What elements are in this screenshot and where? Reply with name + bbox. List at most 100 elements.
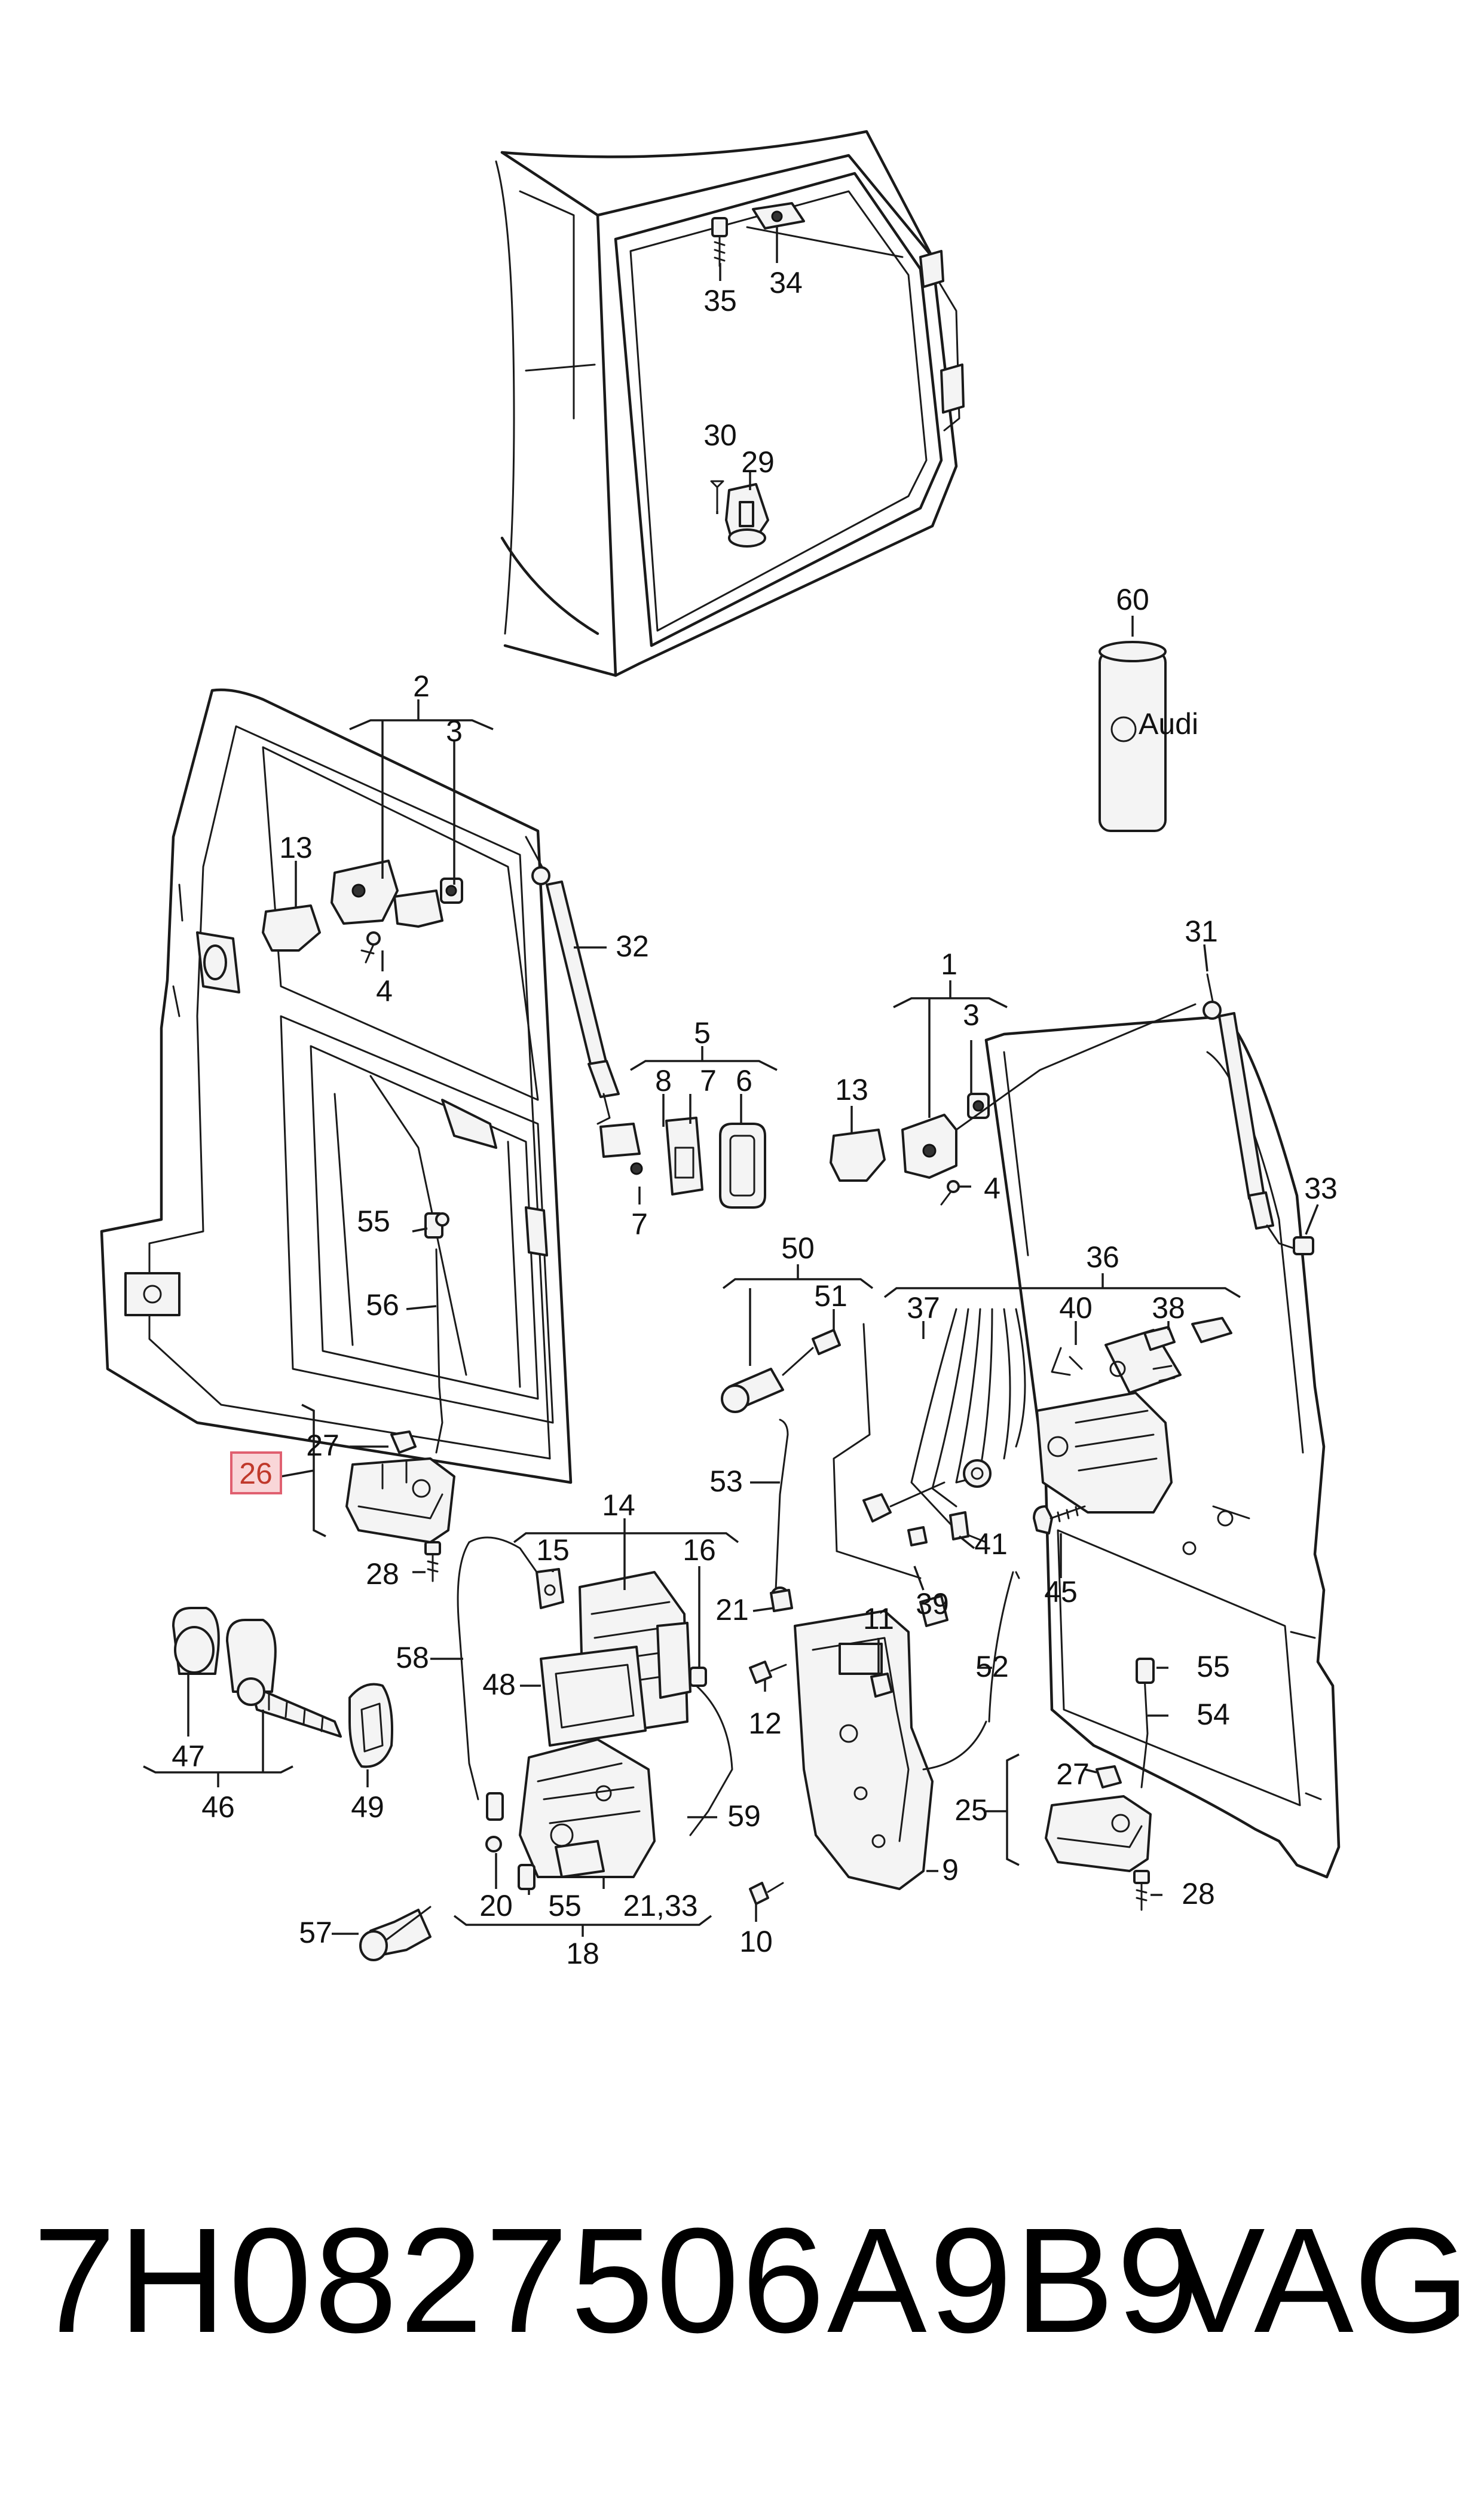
callout-29: 29 (741, 445, 775, 479)
callout-60: 60 (1116, 583, 1149, 616)
bowden-cable-58-icon (457, 1536, 542, 1800)
callout-3-upper: 3 (446, 714, 463, 748)
callout-27-left: 27 (306, 1429, 339, 1462)
callout-36: 36 (1086, 1240, 1119, 1274)
bolt-12-icon (749, 1661, 787, 1684)
screw-4-right-icon (940, 1180, 960, 1206)
callout-6: 6 (736, 1064, 752, 1097)
callout-18: 18 (566, 1937, 599, 1970)
callout-11: 11 (863, 1602, 894, 1635)
callout-labels: 35 34 30 29 60 2 3 13 4 32 5 8 7 6 7 55 … (172, 266, 1338, 1970)
clip-55-lower-icon (518, 1864, 536, 1890)
callout-7-lower: 7 (631, 1207, 648, 1241)
gas-strut-32-icon (525, 836, 620, 1125)
callout-55-lower: 55 (548, 1889, 582, 1922)
callout-16: 16 (683, 1533, 716, 1567)
rod-bracket-guide (833, 1323, 922, 1579)
callout-28-left: 28 (366, 1557, 399, 1591)
nut-27-right-icon (1096, 1765, 1122, 1789)
rod-53-icon (770, 1419, 790, 1606)
hinge-assembly-right (901, 1003, 1197, 1179)
bolt-45-icon (1033, 1505, 1086, 1534)
callout-leaders (143, 227, 1319, 1937)
callout-35: 35 (703, 284, 737, 317)
nut-27-left-icon (390, 1430, 417, 1454)
callout-37: 37 (907, 1291, 940, 1325)
brand-text: VAG (1165, 2197, 1470, 2364)
clip-40-icon (1051, 1347, 1083, 1376)
clip-21-icon (770, 1589, 793, 1612)
handle-group-5 (599, 1117, 766, 1209)
callout-9: 9 (942, 1853, 959, 1887)
callout-3-right: 3 (963, 998, 980, 1032)
gas-strut-31-icon (1203, 973, 1314, 1255)
door-frame-right (984, 1014, 1341, 1879)
callout-13-right: 13 (835, 1073, 868, 1106)
door-catch-26-icon (345, 1457, 455, 1543)
striker-29-icon (725, 483, 769, 548)
lock-bracket-9-icon (794, 1610, 934, 1890)
screw-30-icon (710, 480, 724, 512)
callout-54: 54 (1197, 1698, 1230, 1731)
screw-4-upper-icon (360, 931, 381, 964)
callout-10: 10 (739, 1925, 773, 1958)
svg-text:Audi: Audi (1139, 707, 1198, 741)
lever-39-icon (862, 1459, 992, 1627)
aerosol-can-icon: Audi (1099, 641, 1198, 832)
callout-56: 56 (366, 1288, 399, 1322)
bolt-28-right-icon (1133, 1870, 1150, 1911)
callout-20: 20 (479, 1889, 513, 1922)
callout-15: 15 (536, 1533, 570, 1567)
callout-55-right: 55 (1197, 1650, 1230, 1683)
door-lock-18-icon (519, 1738, 656, 1878)
door-catch-25-icon (1045, 1795, 1152, 1872)
callout-5: 5 (694, 1016, 711, 1050)
tailgate-striker (752, 202, 805, 230)
callout-51: 51 (814, 1279, 847, 1313)
bumper-13-upper-icon (262, 904, 321, 952)
clip-38-icon (1143, 1317, 1232, 1351)
lock-cylinder-46-icon (172, 1607, 342, 1738)
callout-13-upper: 13 (279, 831, 313, 864)
bumper-13-right-icon (830, 1129, 886, 1182)
clip-20-icon (485, 1792, 504, 1852)
callout-27-right: 27 (1056, 1757, 1090, 1791)
bolt-10-icon (749, 1882, 784, 1905)
nut-11-icon (870, 1673, 893, 1698)
callout-46: 46 (201, 1790, 235, 1824)
callout-32: 32 (616, 930, 649, 963)
highlighted-callout-26[interactable]: 26 (230, 1451, 282, 1494)
callout-48: 48 (482, 1668, 516, 1701)
callout-57: 57 (299, 1916, 332, 1949)
callout-45: 45 (1044, 1575, 1078, 1609)
sliding-door-panel-left (100, 688, 573, 1484)
callout-8: 8 (655, 1064, 672, 1097)
callout-30: 30 (703, 418, 737, 452)
part-number-text: 7H0827506A9B9 (33, 2197, 1203, 2364)
hinge-assembly-upper (331, 860, 463, 928)
callout-40: 40 (1059, 1291, 1093, 1325)
rod-54-icon (1136, 1658, 1155, 1789)
callout-2: 2 (413, 669, 430, 703)
screw-35-icon (711, 217, 728, 267)
callout-4-upper: 4 (376, 974, 393, 1008)
callout-52: 52 (975, 1650, 1009, 1683)
rod-56-icon (424, 1212, 449, 1454)
rod-52-icon (922, 1571, 1020, 1771)
callout-41: 41 (974, 1527, 1008, 1561)
latch-mechanism-36-icon (1036, 1329, 1182, 1514)
connector-41-icon (949, 1511, 969, 1540)
callout-58: 58 (396, 1641, 429, 1674)
callout-21-33: 21,33 (623, 1889, 697, 1922)
callout-39: 39 (916, 1587, 949, 1621)
callout-12: 12 (748, 1707, 782, 1740)
bolt-28-left-icon (424, 1541, 441, 1582)
callout-25: 25 (954, 1793, 988, 1827)
callout-4-right: 4 (984, 1172, 1000, 1205)
callout-31: 31 (1185, 915, 1218, 948)
callout-21: 21 (715, 1593, 749, 1627)
callout-7-upper: 7 (700, 1064, 717, 1097)
bolt-57-icon (359, 1906, 432, 1961)
vehicle-rear-body (495, 130, 965, 677)
callout-50: 50 (781, 1231, 815, 1265)
